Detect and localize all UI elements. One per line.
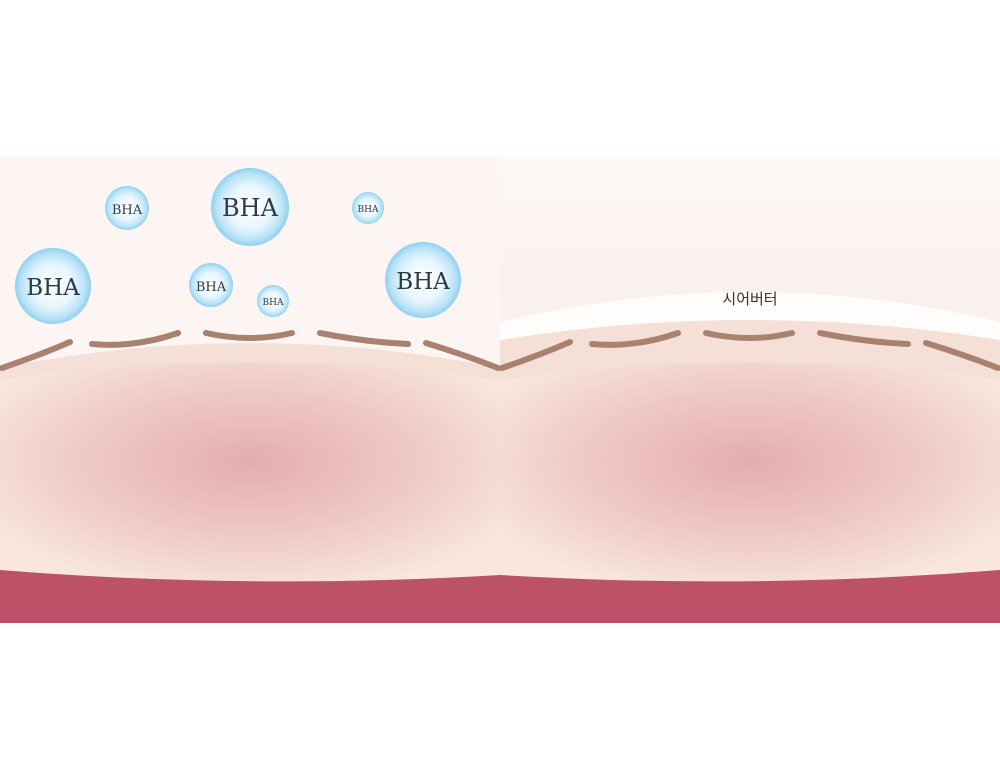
- bha-bubble: BHA: [257, 285, 289, 317]
- bubble-label: BHA: [263, 298, 284, 308]
- shea-butter-layer: [500, 292, 1000, 342]
- left-cell-lines: [0, 330, 501, 371]
- right-cell-lines: [499, 330, 1000, 371]
- left-panel: BHA BHA BHA BHA BHA BHA: [0, 157, 501, 623]
- bha-bubble: BHA: [352, 192, 384, 224]
- right-panel: 시어버터: [499, 157, 1000, 623]
- left-deep-layer: [0, 570, 500, 623]
- bha-bubble: BHA: [385, 242, 461, 318]
- cell-line: [589, 330, 681, 348]
- cell-line: [499, 339, 573, 371]
- bubble-label: BHA: [222, 194, 279, 222]
- bha-bubble: BHA: [15, 248, 91, 324]
- cell-line: [317, 330, 411, 347]
- bubble-label: BHA: [112, 203, 143, 218]
- cell-line: [423, 340, 501, 371]
- cell-line: [0, 339, 73, 371]
- bha-bubble: BHA: [105, 186, 149, 230]
- cell-line: [703, 330, 795, 341]
- right-dermis: [500, 362, 1000, 585]
- cell-line: [89, 330, 181, 348]
- bha-bubbles: BHA BHA BHA BHA BHA BHA: [15, 168, 461, 324]
- cell-line: [203, 330, 295, 341]
- right-deep-layer: [500, 570, 1000, 623]
- shea-butter-label: 시어버터: [722, 290, 777, 308]
- cell-line: [817, 330, 911, 347]
- bubble-label: BHA: [396, 269, 450, 295]
- bha-bubble: BHA: [189, 263, 233, 307]
- bubble-label: BHA: [358, 205, 379, 215]
- bha-bubble: BHA: [211, 168, 289, 246]
- bubble-label: BHA: [26, 275, 80, 301]
- cell-line: [923, 340, 1000, 371]
- left-dermis: [0, 362, 500, 585]
- bubble-label: BHA: [196, 280, 227, 295]
